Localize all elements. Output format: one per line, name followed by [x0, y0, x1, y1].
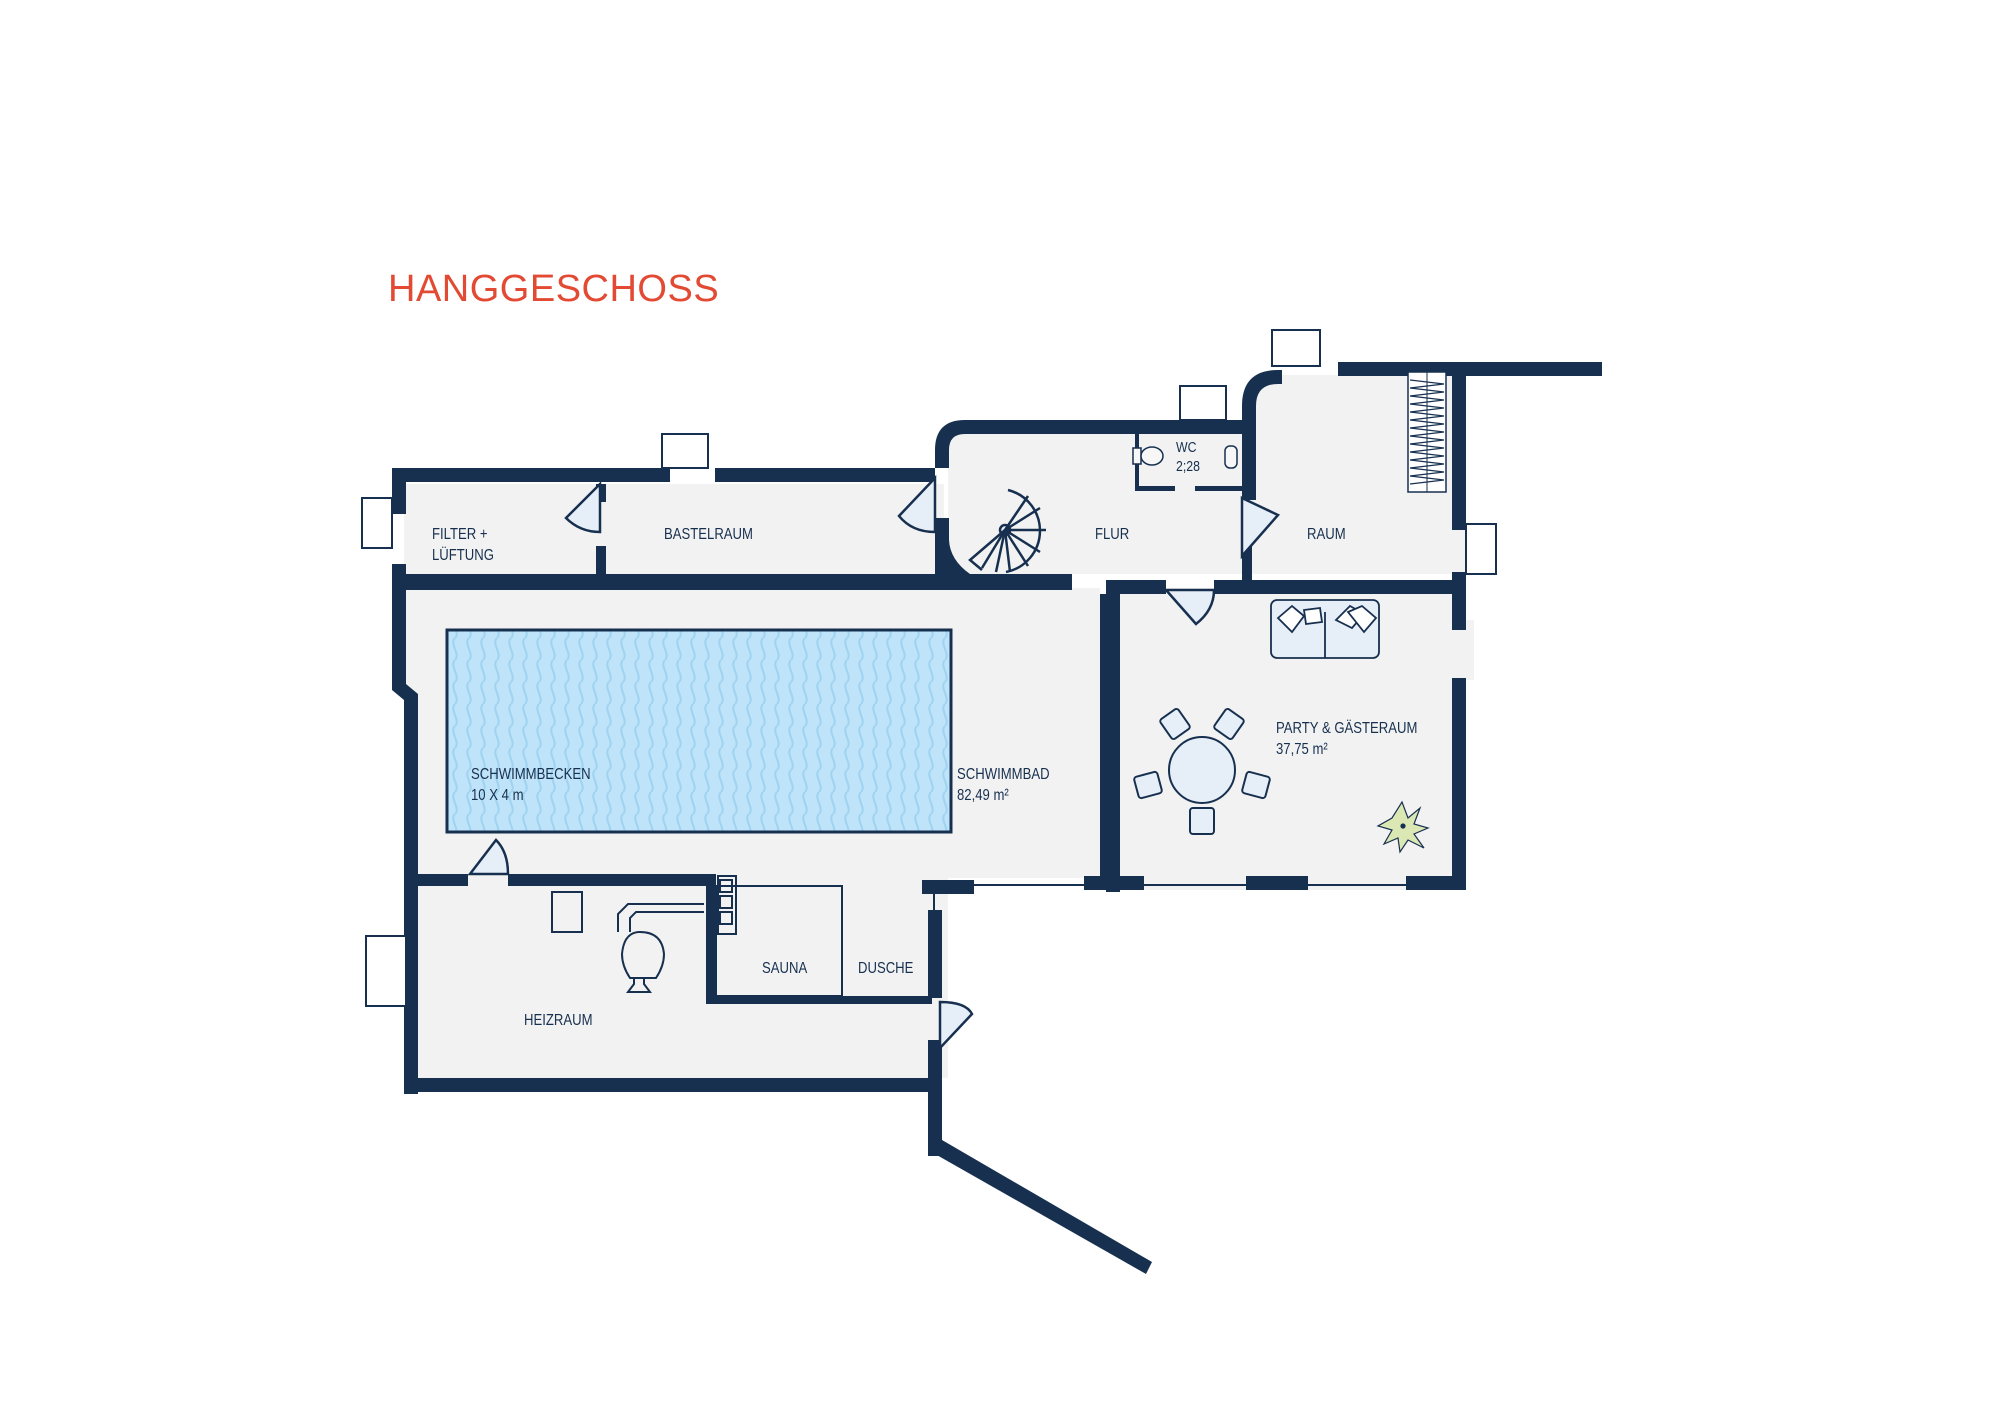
toilet-icon — [1132, 446, 1164, 466]
door-icon — [467, 474, 1281, 1052]
room-label-schwimmbad: SCHWIMMBAD 82,49 m² — [957, 764, 1050, 806]
room-label-schwimmbecken: SCHWIMMBECKEN 10 X 4 m — [471, 764, 591, 806]
room-area: 82,49 m² — [957, 787, 1009, 804]
room-area: 2;28 — [1176, 458, 1200, 475]
room-name: SCHWIMMBAD — [957, 766, 1050, 783]
room-label-dusche: DUSCHE — [858, 960, 914, 977]
room-label-party: PARTY & GÄSTERAUM 37,75 m² — [1276, 718, 1417, 760]
boiler-icon — [551, 875, 737, 993]
room-label-flur: FLUR — [1095, 526, 1130, 543]
room-name: PARTY & GÄSTERAUM — [1276, 720, 1418, 737]
round-table-icon — [1168, 736, 1236, 804]
pool — [445, 628, 953, 834]
room-name: WC — [1176, 439, 1197, 456]
room-label-heizraum: HEIZRAUM — [524, 1012, 593, 1029]
room-name: FILTER + — [432, 526, 488, 543]
radiator-icon — [1407, 371, 1447, 493]
window-icon — [361, 329, 1497, 1007]
spiral-staircase-icon — [968, 488, 1046, 574]
sofa-icon — [1270, 599, 1380, 659]
plant-icon — [1376, 800, 1430, 854]
room-label-wc: WC 2;28 — [1176, 438, 1200, 476]
room-label-raum: RAUM — [1307, 526, 1346, 543]
chair-icon — [1133, 708, 1271, 835]
room-name: SCHWIMMBECKEN — [471, 766, 591, 783]
sink-icon — [1224, 445, 1238, 469]
thin-walls — [715, 884, 1406, 997]
walls — [392, 362, 1602, 1274]
room-label-bastelraum: BASTELRAUM — [664, 526, 753, 543]
room-size: 10 X 4 m — [471, 787, 524, 804]
room-name: LÜFTUNG — [432, 547, 494, 564]
floor-title: HANGGESCHOSS — [388, 268, 720, 310]
room-area: 37,75 m² — [1276, 741, 1328, 758]
room-label-filter: FILTER + LÜFTUNG — [432, 524, 494, 566]
room-label-sauna: SAUNA — [762, 960, 808, 977]
